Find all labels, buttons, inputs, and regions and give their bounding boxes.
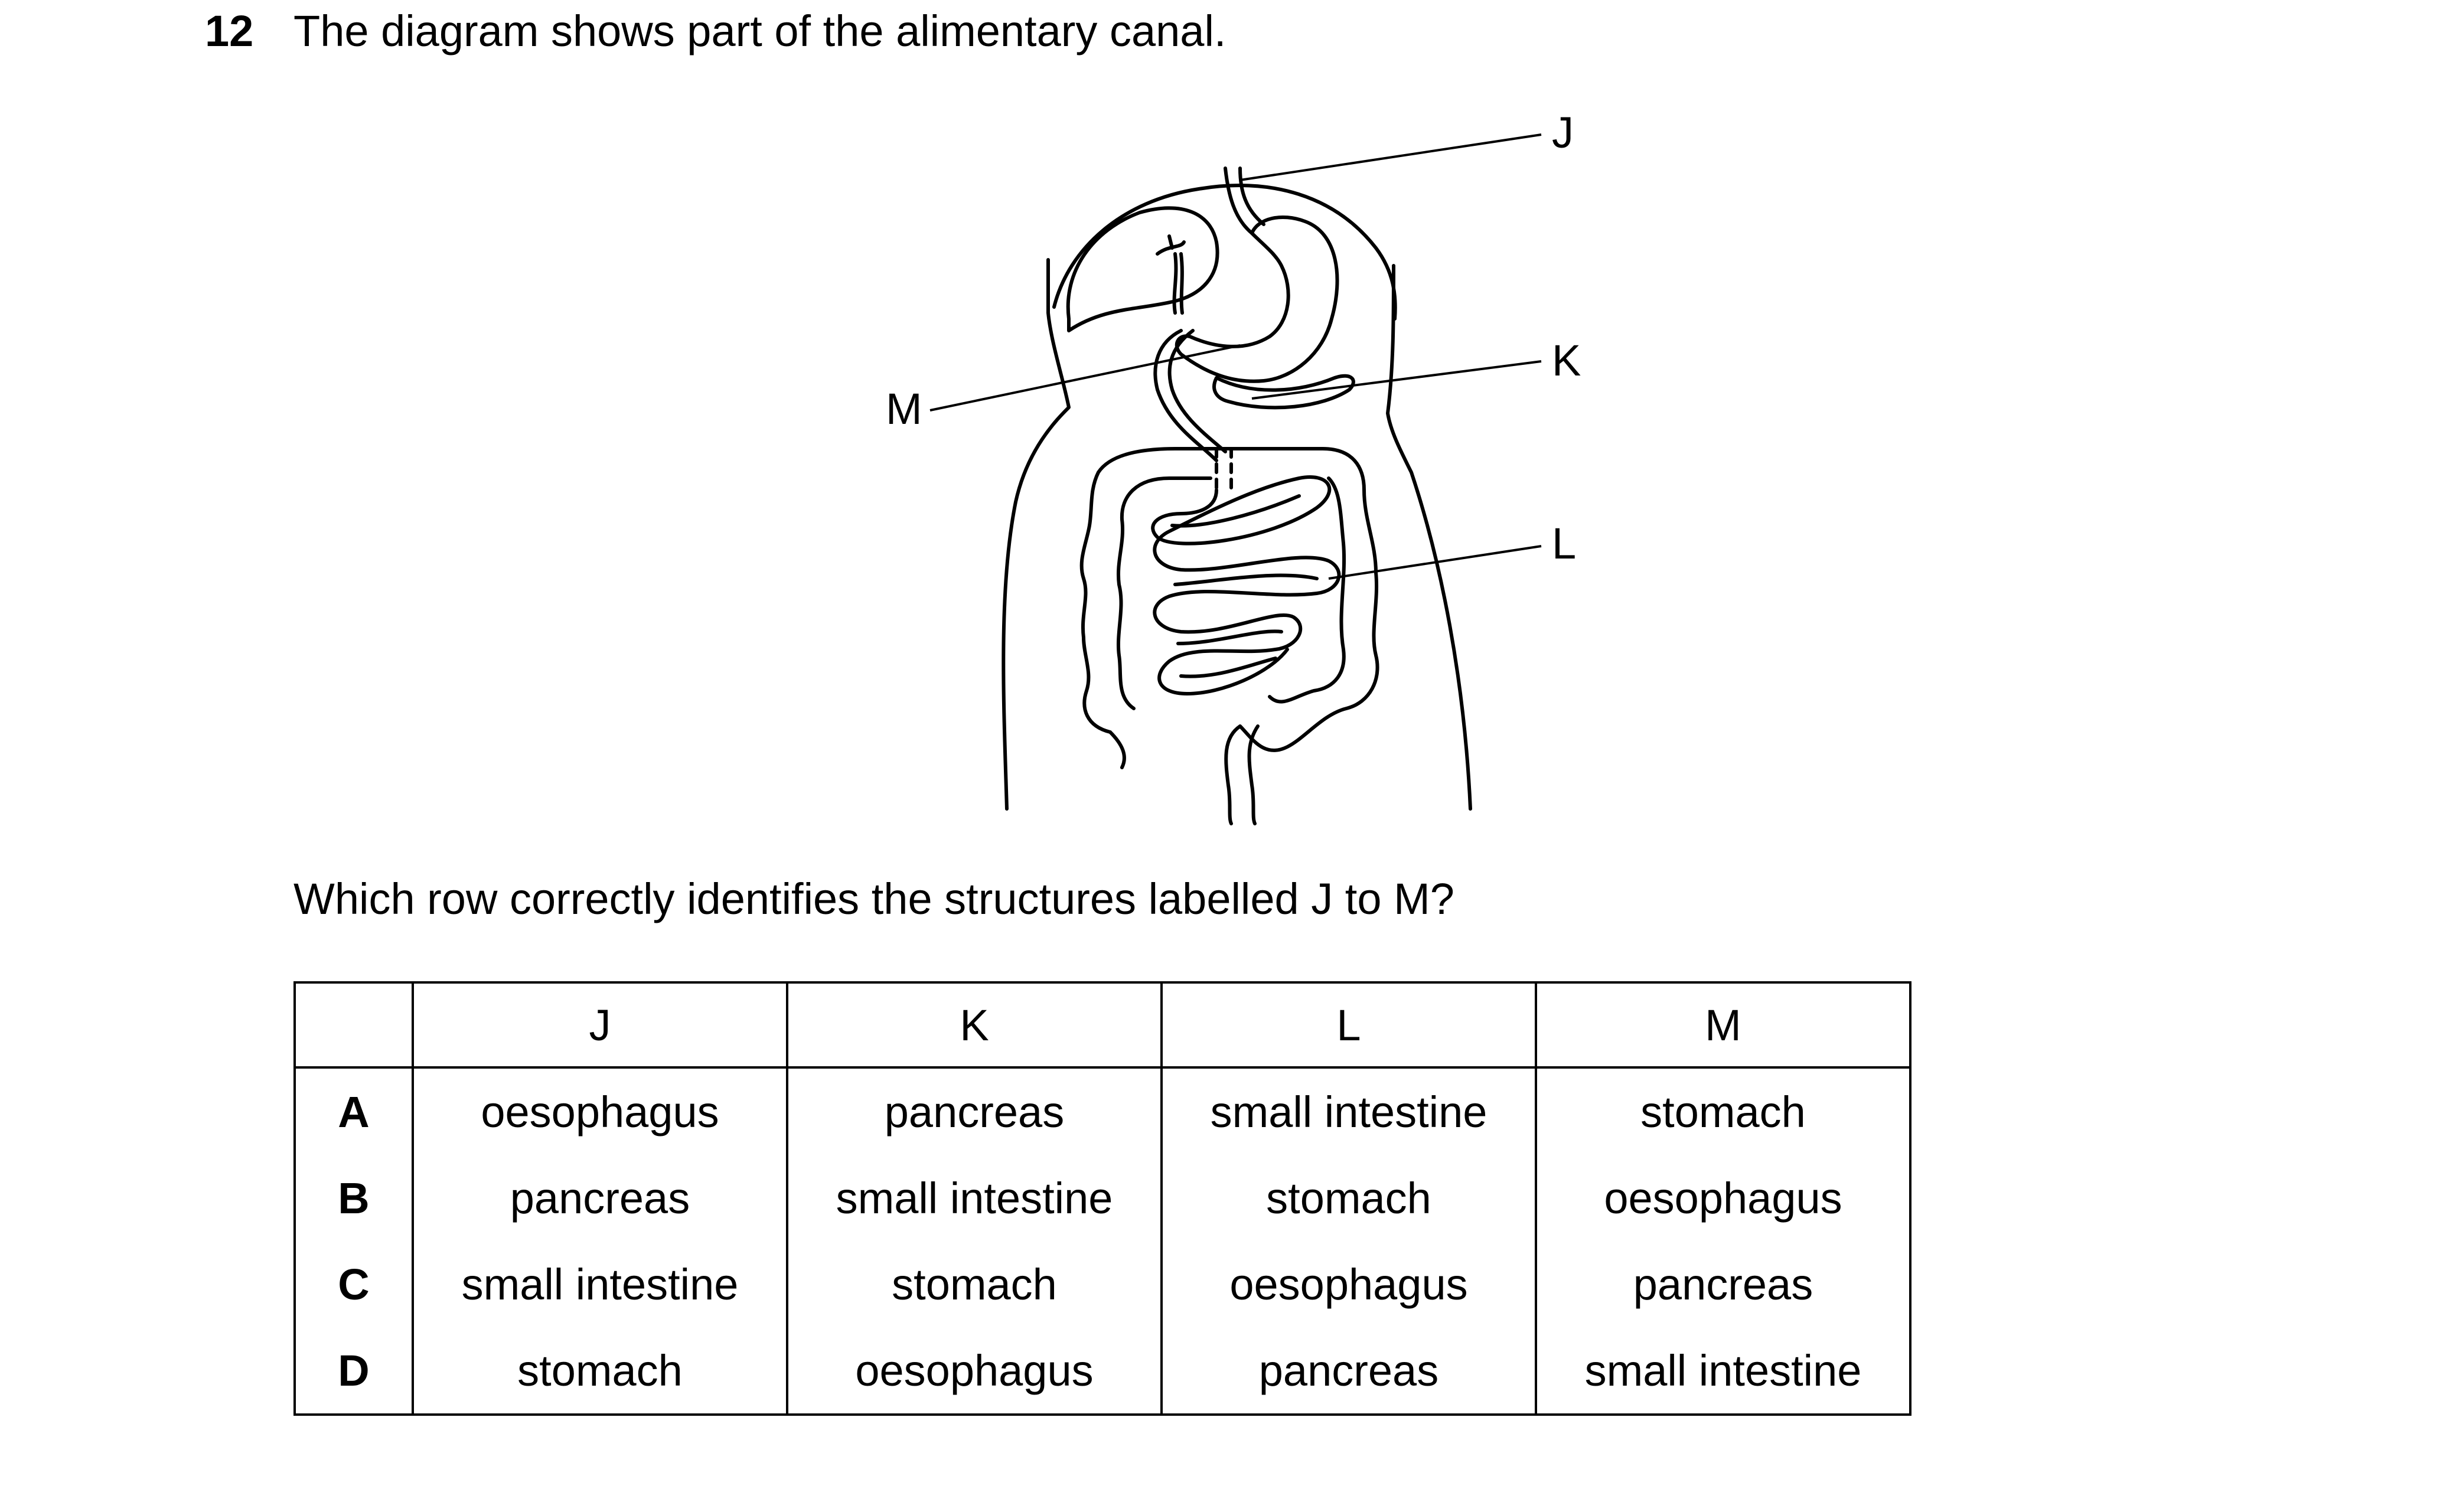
liver-outline (1066, 206, 1219, 332)
table-cell: stomach (412, 1327, 788, 1415)
small-intestine (1151, 475, 1341, 695)
leader-line-k (1251, 360, 1542, 400)
leader-line-l (1328, 545, 1542, 580)
table-row-b: B pancreas small intestine stomach oesop… (293, 1155, 1911, 1241)
leader-line-j (1239, 133, 1542, 181)
table-cell: oesophagus (1160, 1241, 1537, 1327)
header-cell-l: L (1160, 982, 1537, 1069)
appendix (1108, 730, 1126, 769)
leader-line-m (929, 344, 1241, 412)
table-cell: stomach (1160, 1155, 1537, 1241)
bile-duct (1172, 252, 1184, 315)
table-row-d: D stomach oesophagus pancreas small inte… (293, 1327, 1911, 1415)
label-k: K (1552, 336, 1581, 385)
table-cell: small intestine (786, 1155, 1163, 1241)
answer-table: J K L M A oesophagus pancreas small inte… (293, 981, 1911, 1416)
gall-bladder-branch (1156, 234, 1186, 256)
large-intestine-inner (1116, 476, 1346, 710)
table-cell: small intestine (1535, 1327, 1911, 1415)
header-cell-k: K (786, 982, 1163, 1069)
header-cell-m: M (1535, 982, 1911, 1069)
duodenum-dashed (1215, 447, 1233, 492)
table-cell: pancreas (412, 1155, 788, 1241)
small-intestine-inner (1170, 494, 1319, 678)
table-row-c: C small intestine stomach oesophagus pan… (293, 1241, 1911, 1327)
table-cell: stomach (786, 1241, 1163, 1327)
option-letter: C (293, 1241, 414, 1327)
large-intestine (1079, 447, 1379, 752)
label-m: M (886, 384, 922, 433)
body-outline-left (1002, 258, 1071, 811)
label-l: L (1552, 519, 1576, 568)
table-cell: pancreas (786, 1067, 1163, 1155)
table-cell: small intestine (412, 1241, 788, 1327)
rectum (1224, 724, 1260, 825)
table-cell: oesophagus (412, 1067, 788, 1155)
header-cell-blank (293, 982, 414, 1069)
table-cell: oesophagus (786, 1327, 1163, 1415)
option-letter: B (293, 1155, 414, 1241)
question-prompt: Which row correctly identifies the struc… (293, 874, 1454, 923)
table-cell: stomach (1535, 1067, 1911, 1155)
table-row-a: A oesophagus pancreas small intestine st… (293, 1067, 1911, 1155)
table-header-row: J K L M (293, 982, 1911, 1069)
body-outline-right (1386, 264, 1472, 811)
alimentary-canal-diagram: J K L M (886, 108, 1581, 825)
option-letter: D (293, 1327, 414, 1415)
pancreas (1212, 374, 1355, 410)
duodenum (1153, 329, 1227, 462)
question-text: The diagram shows part of the alimentary… (293, 6, 1226, 55)
stomach (1175, 215, 1339, 383)
table-cell: pancreas (1535, 1241, 1911, 1327)
label-j: J (1552, 108, 1574, 157)
question-number: 12 (205, 6, 254, 55)
table-cell: small intestine (1160, 1067, 1537, 1155)
oesophagus (1224, 166, 1265, 235)
option-letter: A (293, 1067, 414, 1155)
header-cell-j: J (412, 982, 788, 1069)
table-cell: pancreas (1160, 1327, 1537, 1415)
diaphragm (1052, 184, 1397, 321)
table-cell: oesophagus (1535, 1155, 1911, 1241)
